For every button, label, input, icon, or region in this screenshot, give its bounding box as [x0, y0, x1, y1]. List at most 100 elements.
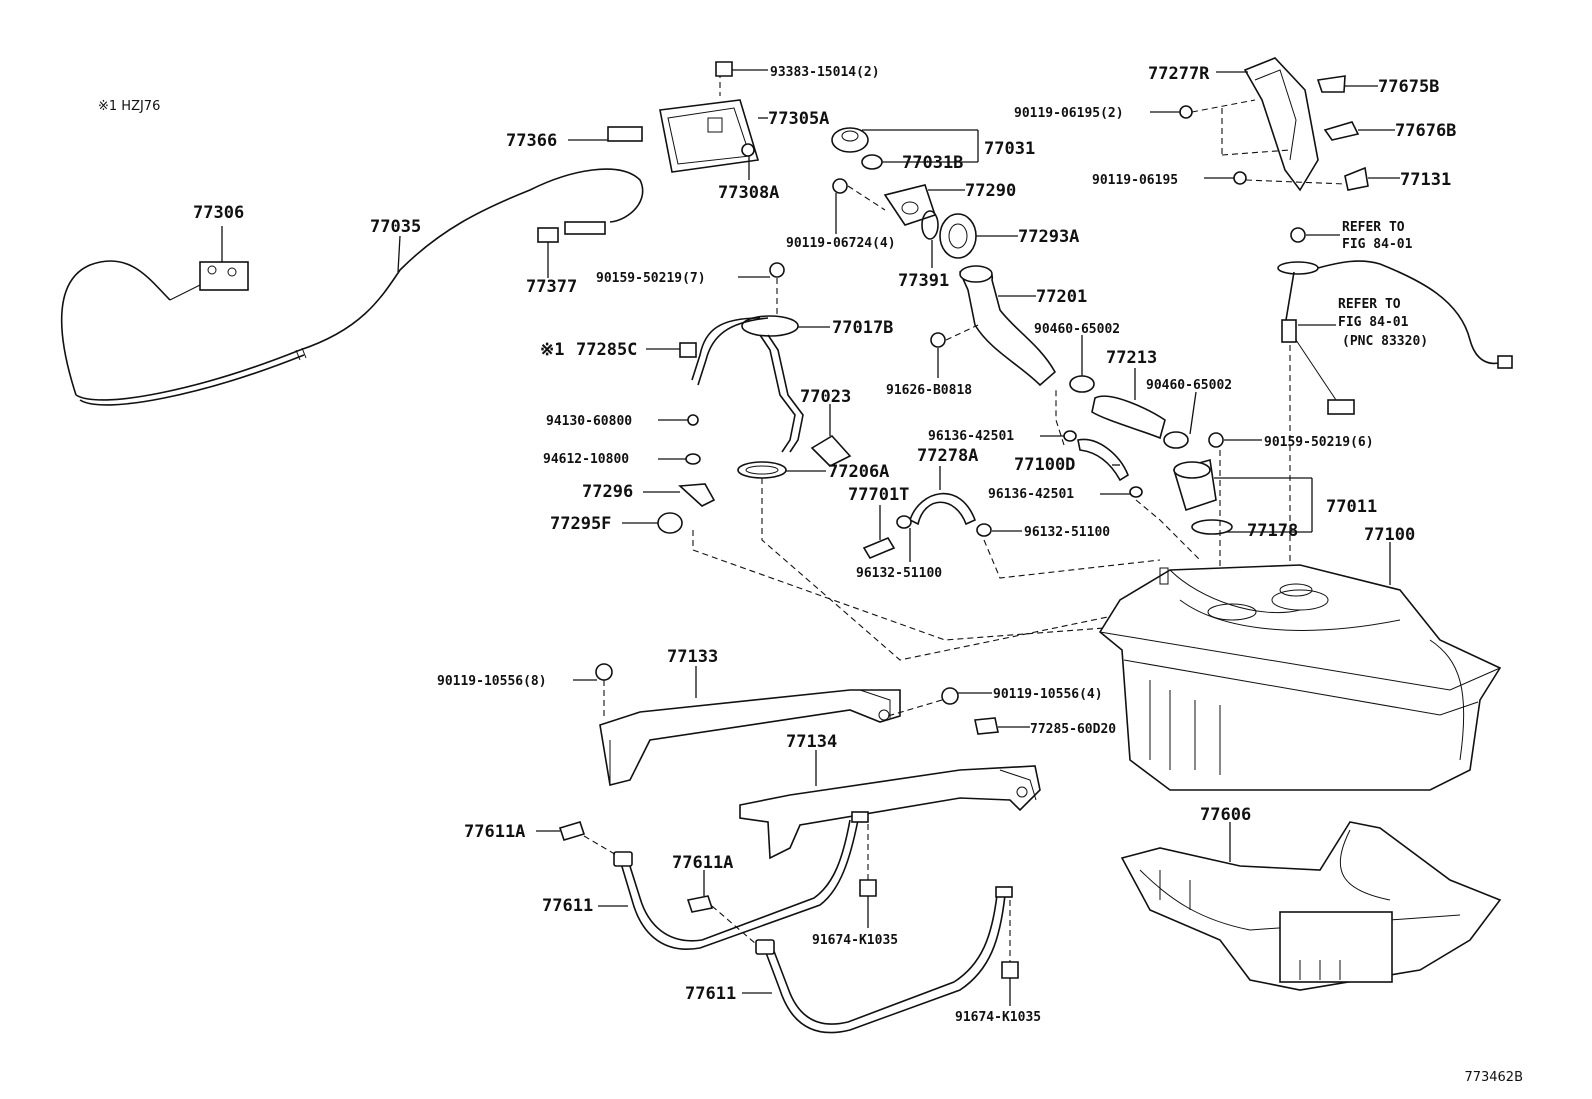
fuel-tank-77100: [1098, 564, 1502, 791]
label-77306: 77306: [193, 203, 244, 223]
clamp-90460-65002-a: [1069, 375, 1095, 393]
hose-77100D: [1077, 438, 1129, 482]
label-77035: 77035: [370, 217, 421, 237]
nut-94130-60800: [687, 414, 699, 426]
label-77611-a: 77611: [542, 896, 593, 916]
screw-90119-06724: [832, 178, 848, 194]
label-94612-10800: 94612-10800: [543, 452, 629, 467]
gasket-77391: [921, 210, 939, 240]
bolt-77611A-b: [686, 895, 714, 913]
check-valve-77701T: [862, 536, 896, 560]
label-77011: 77011: [1326, 497, 1377, 517]
label-77295F: 77295F: [550, 514, 611, 534]
label-refer-to-2a: REFER TO: [1338, 297, 1401, 312]
clip-77676B: [1323, 121, 1360, 141]
clamp-96136-42501-b: [1129, 486, 1143, 498]
bolt-91674-K1035-b: [1001, 961, 1019, 979]
bolt-91626-B0818: [930, 332, 946, 348]
label-77305A: 77305A: [768, 109, 829, 129]
label-77611A-b: 77611A: [672, 853, 733, 873]
tank-strap-77611-b: [755, 886, 1013, 1034]
fuel-filler-box-77305A: [607, 99, 760, 173]
clamp-90460-65002-b: [1163, 431, 1189, 449]
label-77206A: 77206A: [828, 462, 889, 482]
grommet-77295F: [657, 512, 683, 534]
label-77178: 77178: [1247, 521, 1298, 541]
label-refer-to-2c: (PNC 83320): [1342, 334, 1428, 349]
label-91674-K1035-a: 91674-K1035: [812, 933, 898, 948]
label-77391: 77391: [898, 271, 949, 291]
label-77133: 77133: [667, 647, 718, 667]
label-90119-06195-2: 90119-06195(2): [1014, 106, 1124, 121]
gasket-77206A: [737, 461, 787, 479]
clamp-96132-51100-a: [976, 523, 992, 537]
label-90119-06724: 90119-06724(4): [786, 236, 896, 251]
label-77278A: 77278A: [917, 446, 978, 466]
fuel-lid-lock-77306: [199, 261, 249, 291]
bolt-90119-06195: [1233, 171, 1247, 185]
tank-protector-77606: [1120, 821, 1502, 991]
bolt-90119-06195-2: [1179, 105, 1193, 119]
label-77134: 77134: [786, 732, 837, 752]
plate-77017B: [741, 315, 799, 337]
label-refer-to-1a: REFER TO: [1342, 220, 1405, 235]
cable-connector: [564, 221, 606, 235]
label-refer-to-1b: FIG 84-01: [1342, 237, 1413, 252]
label-77611A-a: 77611A: [464, 822, 525, 842]
label-77285-60D20: 77285-60D20: [1030, 722, 1116, 737]
fuel-cap-assembly-77031: [831, 127, 883, 170]
fuel-suction-tube-assembly: [691, 315, 804, 453]
label-90159-50219-7: 90159-50219(7): [596, 271, 706, 286]
tank-strap-77611-a: [613, 811, 869, 950]
label-96136-42501-a: 96136-42501: [928, 429, 1014, 444]
screw-refer-fig-84-01: [1290, 227, 1306, 243]
tank-bracket-77134: [739, 765, 1041, 860]
hose-77213: [1091, 395, 1166, 440]
label-77285C-mark: ※1: [540, 340, 564, 360]
hinge-77366: [607, 126, 643, 142]
bolt-91674-K1035-a: [859, 879, 877, 897]
label-93383-15014: 93383-15014(2): [770, 65, 880, 80]
label-77285C: 77285C: [576, 340, 637, 360]
grommet-77293A: [939, 213, 977, 259]
hose-77278A: [909, 492, 977, 526]
label-77213: 77213: [1106, 348, 1157, 368]
label-77611-b: 77611: [685, 984, 736, 1004]
label-77377: 77377: [526, 277, 577, 297]
label-77308A: 77308A: [718, 183, 779, 203]
label-77606: 77606: [1200, 805, 1251, 825]
clip-77675B: [1316, 75, 1346, 93]
tank-bracket-77133: [599, 689, 901, 786]
label-77100D: 77100D: [1014, 455, 1075, 475]
bolt-90119-10556-4: [941, 687, 959, 705]
bolt-90159-50219-7: [769, 262, 785, 278]
label-90159-50219-6: 90159-50219(6): [1264, 435, 1374, 450]
fuel-lid-opener-cable: [60, 168, 644, 406]
label-77100: 77100: [1364, 525, 1415, 545]
heat-protector-77277R: [1243, 57, 1369, 192]
gasket-77178: [1191, 519, 1233, 535]
label-77293A: 77293A: [1018, 227, 1079, 247]
label-94130-60800: 94130-60800: [546, 414, 632, 429]
label-96136-42501-b: 96136-42501: [988, 487, 1074, 502]
bolt-90119-10556-8: [595, 663, 613, 681]
clamp-77285C: [679, 342, 697, 358]
label-90119-10556-4: 90119-10556(4): [993, 687, 1103, 702]
clamp-77377: [537, 227, 559, 243]
diagram-number: 773462B: [1464, 1070, 1523, 1085]
clip-77131: [1344, 166, 1369, 191]
label-77201: 77201: [1036, 287, 1087, 307]
label-77023: 77023: [800, 387, 851, 407]
label-77031: 77031: [984, 139, 1035, 159]
label-96132-51100-b: 96132-51100: [856, 566, 942, 581]
bolt-77611A-a: [558, 821, 586, 841]
label-96132-51100-a: 96132-51100: [1024, 525, 1110, 540]
bracket-77296: [678, 483, 716, 507]
label-90460-65002-a: 90460-65002: [1034, 322, 1120, 337]
clamp-96136-42501-a: [1063, 430, 1077, 442]
label-77296: 77296: [582, 482, 633, 502]
clamp-77285-60D20: [974, 717, 999, 735]
label-77017B: 77017B: [832, 318, 893, 338]
